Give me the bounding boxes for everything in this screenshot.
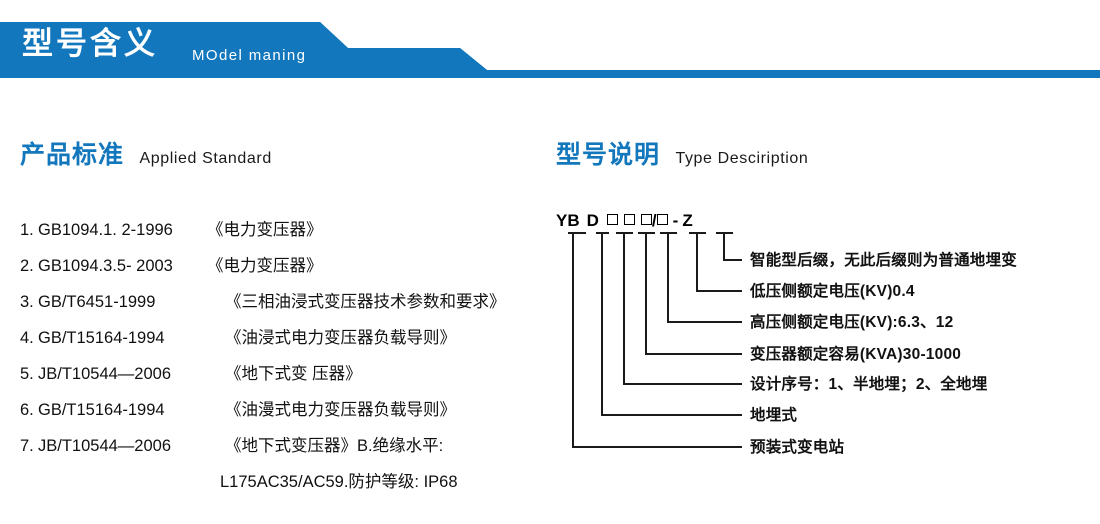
elbow-box2 <box>645 233 742 355</box>
list-item-code: GB/T15164-1994 <box>38 329 165 347</box>
elbow-box1 <box>623 233 742 385</box>
leader-lines <box>568 232 742 448</box>
code-part-d: D <box>586 211 599 230</box>
list-item: 7. JB/T10544—2006 《地下式变压器》B.绝缘水平: <box>20 432 550 468</box>
model-code-string: YB D /-Z <box>556 212 693 229</box>
annotation-buried-type: 地埋式 <box>750 407 798 424</box>
list-item-name: 《地下式变压器》B.绝缘水平: <box>225 437 444 455</box>
annotation-prefab-substation: 预装式变电站 <box>750 439 845 456</box>
list-item-index: 4. <box>20 329 34 347</box>
code-part-dash: - <box>672 211 679 230</box>
list-item: 1. GB1094.1. 2-1996 《电力变压器》 <box>20 216 550 252</box>
list-item-index: 3. <box>20 293 34 311</box>
annotation-hv-rated-voltage: 高压侧额定电压(KV):6.3、12 <box>750 314 954 331</box>
section-heading-en: Applied Standard <box>139 150 272 167</box>
section-heading-applied-standard: 产品标准 Applied Standard <box>20 143 272 168</box>
list-item-index: 2. <box>20 257 34 275</box>
annotation-smart-suffix: 智能型后缀，无此后缀则为普通地埋变 <box>750 252 1017 269</box>
list-item-code: GB1094.1. 2-1996 <box>38 221 173 239</box>
elbow-z <box>723 233 742 261</box>
section-heading-cn: 型号说明 <box>556 141 661 169</box>
list-item: 5. JB/T10544—2006 《地下式变 压器》 <box>20 360 550 396</box>
banner-subtitle: MOdel maning <box>192 47 307 64</box>
list-item-index: 5. <box>20 365 34 383</box>
list-item-code: GB1094.3.5- 2003 <box>38 257 173 275</box>
banner-block <box>0 22 487 70</box>
section-heading-en: Type Desciription <box>675 150 809 167</box>
list-item: 4. GB/T15164-1994 《油浸式电力变压器负载导则》 <box>20 324 550 360</box>
banner-title: 型号含义 <box>22 26 158 61</box>
code-box-2 <box>623 214 635 225</box>
elbow-d <box>601 233 742 416</box>
list-item-name: 《地下式变 压器》 <box>225 365 362 383</box>
list-item-index: 6. <box>20 401 34 419</box>
code-part-slash: / <box>651 211 657 230</box>
banner-shape <box>0 22 1100 78</box>
list-item-index: 7. <box>20 437 34 455</box>
list-item: 2. GB1094.3.5- 2003 《电力变压器》 <box>20 252 550 288</box>
page-header-banner: 型号含义 MOdel maning <box>0 0 1100 92</box>
code-box-3 <box>640 214 652 225</box>
annotation-design-serial: 设计序号：1、半地埋；2、全地埋 <box>750 376 988 393</box>
list-item-code: JB/T10544—2006 <box>38 365 172 383</box>
list-item-name: 《电力变压器》 <box>207 221 323 239</box>
list-item-index: 1. <box>20 221 34 239</box>
section-heading-cn: 产品标准 <box>20 141 125 169</box>
list-item-name: 《电力变压器》 <box>207 257 323 275</box>
list-item-code: JB/T10544—2006 <box>38 437 172 455</box>
elbow-yb <box>572 233 742 448</box>
elbow-box4 <box>696 233 742 292</box>
list-item: 6. GB/T15164-1994 《油漫式电力变压器负载导则》 <box>20 396 550 432</box>
section-heading-type-description: 型号说明 Type Desciription <box>556 143 808 168</box>
applied-standard-list: 1. GB1094.1. 2-1996 《电力变压器》 2. GB1094.3.… <box>20 216 550 504</box>
code-box-4 <box>656 214 668 225</box>
code-part-yb: YB <box>556 211 580 230</box>
annotation-lv-rated-voltage: 低压侧额定电压(KV)0.4 <box>750 283 915 300</box>
list-item-name: 《三相油浸式变压器技术参数和要求》 <box>225 293 506 311</box>
code-box-1 <box>606 214 618 225</box>
list-item-continuation: L175AC35/AC59.防护等级: IP68 <box>220 473 458 491</box>
elbow-box3 <box>667 233 742 323</box>
list-item-code: GB/T6451-1999 <box>38 293 156 311</box>
code-part-z: Z <box>682 211 693 230</box>
list-item-name: 《油浸式电力变压器负载导则》 <box>225 329 456 347</box>
list-item-name: 《油漫式电力变压器负载导则》 <box>225 401 456 419</box>
list-item-code: GB/T15164-1994 <box>38 401 165 419</box>
list-item: 3. GB/T6451-1999 《三相油浸式变压器技术参数和要求》 <box>20 288 550 324</box>
annotation-rated-capacity: 变压器额定容易(KVA)30-1000 <box>750 346 962 363</box>
